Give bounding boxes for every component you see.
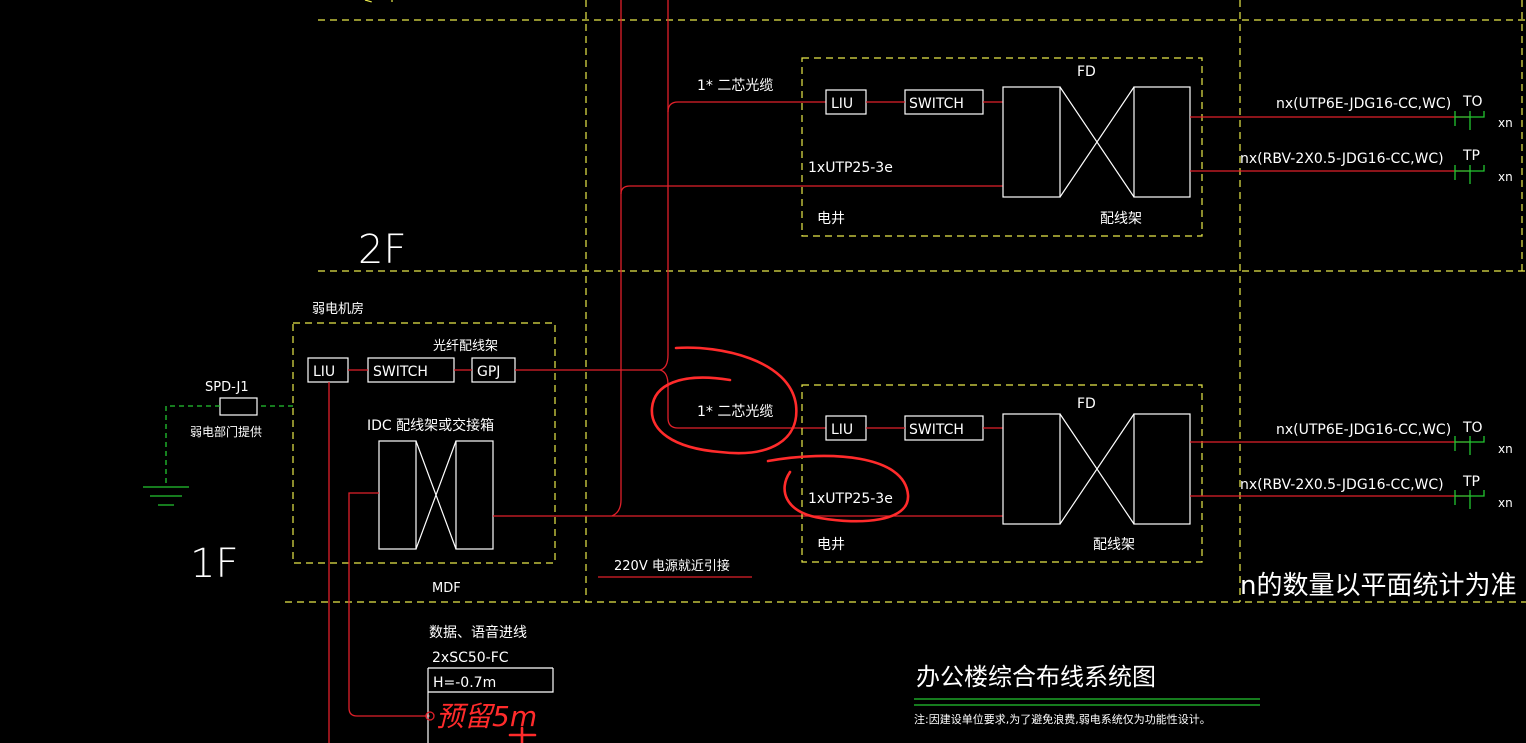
- cable-idc-incoming: [348, 492, 430, 717]
- to-outlet-symbol-upper: [1454, 111, 1485, 130]
- tp-label-upper: TP: [1462, 148, 1480, 164]
- spd-label: SPD-J1: [205, 380, 249, 395]
- fd-lower-well-label: 电井: [817, 537, 845, 553]
- idc-label: IDC 配线架或交接箱: [367, 417, 494, 434]
- spd-ground-wire: [165, 405, 293, 486]
- annotation-circle-utp: [766, 454, 910, 523]
- incoming-entry-point: [425, 711, 435, 721]
- mdf-gpj-label: GPJ: [477, 364, 500, 380]
- fd-upper-label: FD: [1077, 64, 1096, 80]
- fd-lower-switch-label: SWITCH: [909, 422, 964, 438]
- xn-label-upper-tp: xn: [1498, 170, 1513, 184]
- fiber-frame-label: 光纤配线架: [433, 339, 498, 354]
- idc-frame-right: [455, 440, 494, 550]
- mdf-room-label: 弱电机房: [312, 301, 364, 317]
- spd-box: [219, 397, 258, 416]
- to-label-lower: TO: [1462, 420, 1483, 436]
- fd-upper-frame-left: [1002, 86, 1061, 198]
- xn-label-upper-to: xn: [1498, 116, 1513, 130]
- fd-lower-frame-right: [1133, 413, 1191, 525]
- fd-upper-fiber-label: 1* 二芯光缆: [697, 78, 773, 94]
- to-label-upper: TO: [1462, 94, 1483, 110]
- fd-upper-frame-label: 配线架: [1100, 211, 1142, 227]
- idc-frame-left: [378, 440, 417, 550]
- handwritten-reserve-note: 预留5m: [436, 700, 537, 733]
- fd-upper-well-label: 电井: [817, 211, 845, 227]
- fd-lower-cross-connect: [1059, 413, 1135, 525]
- power-label: 220V 电源就近引接: [614, 558, 730, 574]
- fd-lower-tp-cable-label: nx(RBV-2X0.5-JDG16-CC,WC): [1240, 477, 1444, 493]
- diagram-title: 办公楼综合布线系统图: [916, 663, 1156, 691]
- fd-lower-liu-label: LIU: [831, 422, 853, 438]
- annotation-circle-fiber: [650, 346, 798, 455]
- floor-label-1f: 1F: [190, 541, 238, 587]
- mdf-name: MDF: [432, 581, 461, 596]
- xn-label-lower-tp: xn: [1498, 496, 1513, 510]
- tp-label-lower: TP: [1462, 474, 1480, 490]
- fd-upper-frame-right: [1133, 86, 1191, 198]
- fd-upper-to-cable-label: nx(UTP6E-JDG16-CC,WC): [1276, 96, 1451, 112]
- handwritten-plus-mark: [508, 726, 537, 743]
- fd-lower-to-cable-label: nx(UTP6E-JDG16-CC,WC): [1276, 422, 1451, 438]
- spd-note: 弱电部门提供: [190, 424, 262, 439]
- fd-lower-fiber-label: 1* 二芯光缆: [697, 404, 773, 420]
- riser-fiber: [659, 0, 826, 429]
- top-fragment: [364, 0, 393, 3]
- fd-upper-liu-label: LIU: [831, 96, 853, 112]
- fd-upper-boundary: [801, 57, 1203, 237]
- mdf-liu-label: LIU: [313, 364, 335, 380]
- fd-lower-frame-left: [1002, 413, 1061, 525]
- fd-upper-switch-label: SWITCH: [909, 96, 964, 112]
- fd-upper-cross-connect: [1059, 86, 1135, 198]
- riser-utp: [611, 0, 622, 517]
- incoming-table: [427, 667, 554, 743]
- fd-lower-utp-label: 1xUTP25-3e: [808, 491, 893, 507]
- count-note: n的数量以平面统计为准: [1240, 571, 1516, 601]
- fd-lower-boundary: [801, 384, 1203, 563]
- fd-upper-utp-label: 1xUTP25-3e: [808, 160, 893, 176]
- incoming-height: H=-0.7m: [433, 675, 496, 691]
- idc-cross-connect: [415, 440, 457, 550]
- tp-outlet-symbol-upper: [1454, 165, 1485, 184]
- footnote: 注:因建设单位要求,为了避免浪费,弱电系统仅为功能性设计。: [914, 712, 1211, 726]
- incoming-title: 数据、语音进线: [429, 624, 527, 641]
- fd-lower-frame-label: 配线架: [1093, 537, 1135, 553]
- fd-lower-label: FD: [1077, 396, 1096, 412]
- tp-outlet-symbol-lower: [1454, 490, 1485, 509]
- fd-upper-tp-cable-label: nx(RBV-2X0.5-JDG16-CC,WC): [1240, 151, 1444, 167]
- mdf-switch-label: SWITCH: [373, 364, 428, 380]
- ground-symbol: [143, 486, 189, 506]
- floor-label-2f: 2F: [358, 227, 406, 273]
- incoming-conduit: 2xSC50-FC: [432, 650, 509, 666]
- riser-fiber-2f-branch: [667, 101, 826, 113]
- xn-label-lower-to: xn: [1498, 442, 1513, 456]
- riser-utp-2f-branch: [620, 185, 1003, 195]
- to-outlet-symbol-lower: [1454, 436, 1485, 455]
